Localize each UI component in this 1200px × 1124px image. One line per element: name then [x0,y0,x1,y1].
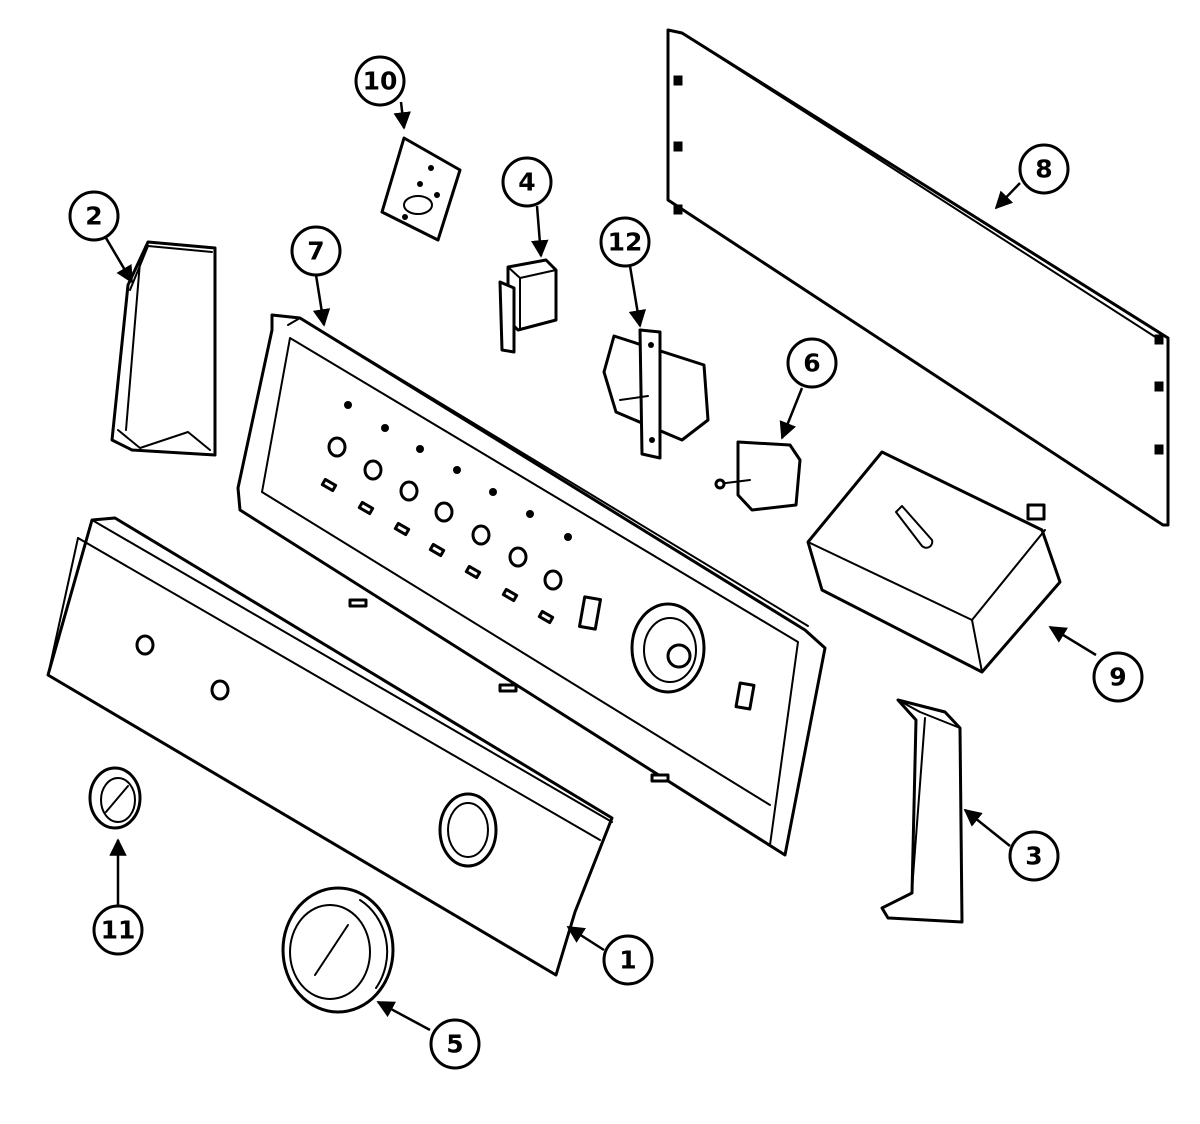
leader-5 [376,1000,431,1032]
callout-4-label: 4 [518,168,535,197]
callout-8-label: 8 [1035,155,1052,184]
callout-5-label: 5 [446,1030,463,1059]
callout-3: 3 [1008,830,1060,882]
part-11-small-knob [88,766,142,830]
callout-7-label: 7 [307,237,324,266]
part-4-small-switch [498,258,558,354]
callout-6: 6 [786,337,838,389]
part-5-large-knob [281,886,395,1014]
leader-lines [104,101,1097,1032]
callout-3-label: 3 [1025,842,1042,871]
leader-7 [312,274,331,327]
part-8-rear-panel [666,28,1170,527]
callout-2: 2 [68,190,120,242]
part-2-left-end-cap [110,240,217,457]
part-1-front-panel [46,516,614,977]
callout-9: 9 [1092,651,1144,703]
part-3-right-end-cap [880,698,964,924]
leader-2 [104,237,134,284]
callout-6-label: 6 [803,349,820,378]
part-9-control-box [806,450,1062,674]
callout-9-label: 9 [1109,663,1126,692]
callout-11: 11 [92,904,144,956]
callout-10: 10 [354,55,406,107]
callout-1-label: 1 [619,946,636,975]
leader-3 [963,808,1011,847]
leader-4 [531,205,549,258]
callout-4: 4 [501,156,553,208]
leader-8 [994,182,1021,210]
leader-10 [393,101,411,130]
callout-2-label: 2 [85,202,102,231]
callout-7: 7 [290,225,342,277]
part-6-rotary-control [714,440,802,512]
callout-12-label: 12 [608,228,643,257]
callout-8: 8 [1018,143,1070,195]
leader-6 [779,387,804,440]
callout-1: 1 [602,934,654,986]
leader-9 [1048,625,1097,657]
callout-12: 12 [599,216,651,268]
leader-1 [566,925,605,952]
callout-5: 5 [429,1018,481,1070]
callout-10-label: 10 [363,67,398,96]
part-10-bracket-plate [380,136,462,242]
part-7-control-console [236,313,827,857]
part-12-rotary-switch [602,328,710,460]
callout-11-label: 11 [101,916,136,945]
leader-12 [628,265,647,328]
